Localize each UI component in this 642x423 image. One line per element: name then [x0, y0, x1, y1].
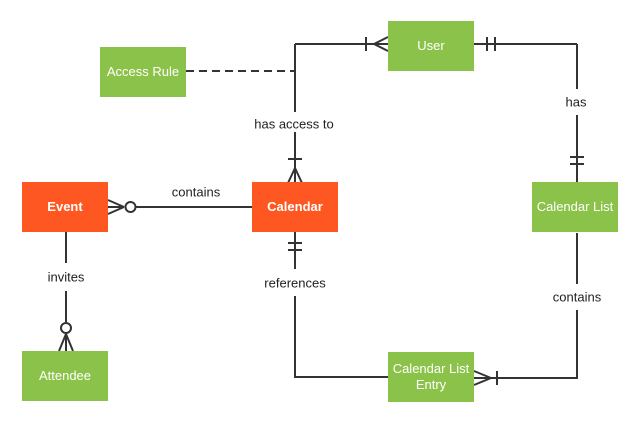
connector-contains-event	[107, 199, 252, 215]
connector-has-access-to	[287, 36, 389, 184]
exactly-one-ticks-icon	[570, 156, 584, 165]
entity-label: Calendar	[267, 198, 323, 214]
relationship-label-has: has	[562, 94, 590, 110]
entity-label: Attendee	[38, 367, 92, 383]
entity-label: Calendar List	[536, 198, 614, 214]
entity-user[interactable]: User	[388, 21, 474, 71]
crow-foot-many-icon	[107, 199, 125, 215]
entity-label: Event	[47, 198, 83, 214]
entity-calendar-list[interactable]: Calendar List	[532, 182, 618, 232]
relationship-label-references: references	[261, 275, 329, 291]
entity-label: Access Rule	[106, 63, 180, 79]
zero-circle-icon	[124, 201, 137, 213]
entity-label: Calendar List Entry	[392, 360, 470, 392]
relationship-label-contains-2: contains	[549, 289, 605, 305]
entity-attendee[interactable]: Attendee	[22, 351, 108, 401]
entity-event[interactable]: Event	[22, 182, 108, 232]
crow-foot-many-icon	[287, 167, 303, 184]
crow-foot-many-icon	[473, 370, 492, 386]
relationship-label-contains: contains	[168, 184, 224, 200]
connector-invites	[58, 232, 74, 352]
zero-circle-icon	[60, 322, 72, 334]
crow-foot-many-icon	[58, 333, 74, 352]
crow-foot-many-icon	[373, 36, 389, 52]
entity-calendar-list-entry[interactable]: Calendar List Entry	[388, 352, 474, 402]
entity-calendar[interactable]: Calendar	[252, 182, 338, 232]
connector-references	[288, 232, 388, 378]
exactly-one-ticks-icon	[288, 242, 302, 251]
relationship-label-has-access-to: has access to	[251, 116, 337, 132]
connector-contains-list	[473, 233, 578, 386]
connector-has	[474, 37, 584, 182]
entity-label: User	[417, 37, 445, 53]
relationship-label-invites: invites	[44, 269, 88, 285]
entity-access-rule[interactable]: Access Rule	[100, 47, 186, 97]
exactly-one-ticks-icon	[486, 37, 496, 51]
